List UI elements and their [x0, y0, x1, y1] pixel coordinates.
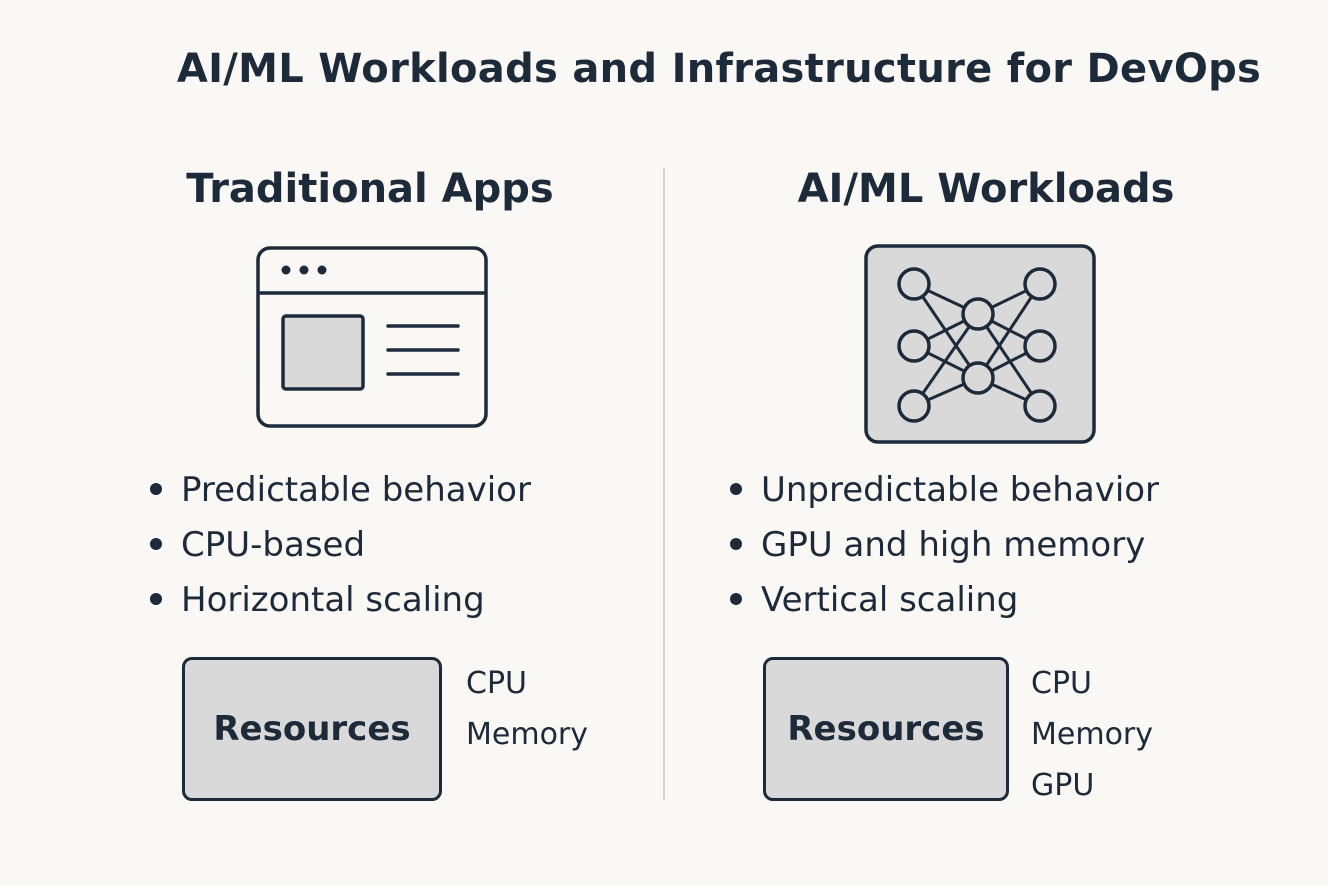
- page-title: AI/ML Workloads and Infrastructure for D…: [176, 46, 1262, 92]
- aiml-workloads-heading: AI/ML Workloads: [797, 166, 1175, 212]
- bullet-icon: [150, 592, 162, 605]
- list-item: Predictable behavior: [150, 466, 531, 521]
- aiml-resources-list: CPU Memory GPU: [1031, 658, 1153, 811]
- aiml-workloads-bullets: Unpredictable behavior GPU and high memo…: [730, 466, 1159, 631]
- bullet-icon: [730, 592, 742, 605]
- app-window-icon: [256, 246, 488, 428]
- list-item: CPU-based: [150, 521, 531, 576]
- list-item: Horizontal scaling: [150, 576, 531, 631]
- list-item: GPU and high memory: [730, 521, 1159, 576]
- bullet-icon: [730, 537, 742, 550]
- list-item: CPU: [1031, 666, 1092, 701]
- list-item: Unpredictable behavior: [730, 466, 1159, 521]
- bullet-icon: [150, 537, 162, 550]
- bullet-icon: [730, 482, 742, 495]
- list-item: Memory: [1031, 717, 1154, 752]
- traditional-resources-list: CPU Memory: [466, 658, 588, 760]
- traditional-apps-heading: Traditional Apps: [186, 166, 554, 212]
- list-item: GPU: [1031, 768, 1095, 803]
- traditional-resources-box: Resources: [182, 657, 442, 801]
- column-divider: [663, 168, 665, 800]
- bullet-icon: [150, 482, 162, 495]
- list-item: Vertical scaling: [730, 576, 1159, 631]
- traditional-apps-bullets: Predictable behavior CPU-based Horizonta…: [150, 466, 531, 631]
- aiml-resources-box: Resources: [763, 657, 1009, 801]
- neural-network-icon: [864, 244, 1096, 444]
- list-item: CPU: [466, 666, 527, 701]
- list-item: Memory: [466, 717, 589, 752]
